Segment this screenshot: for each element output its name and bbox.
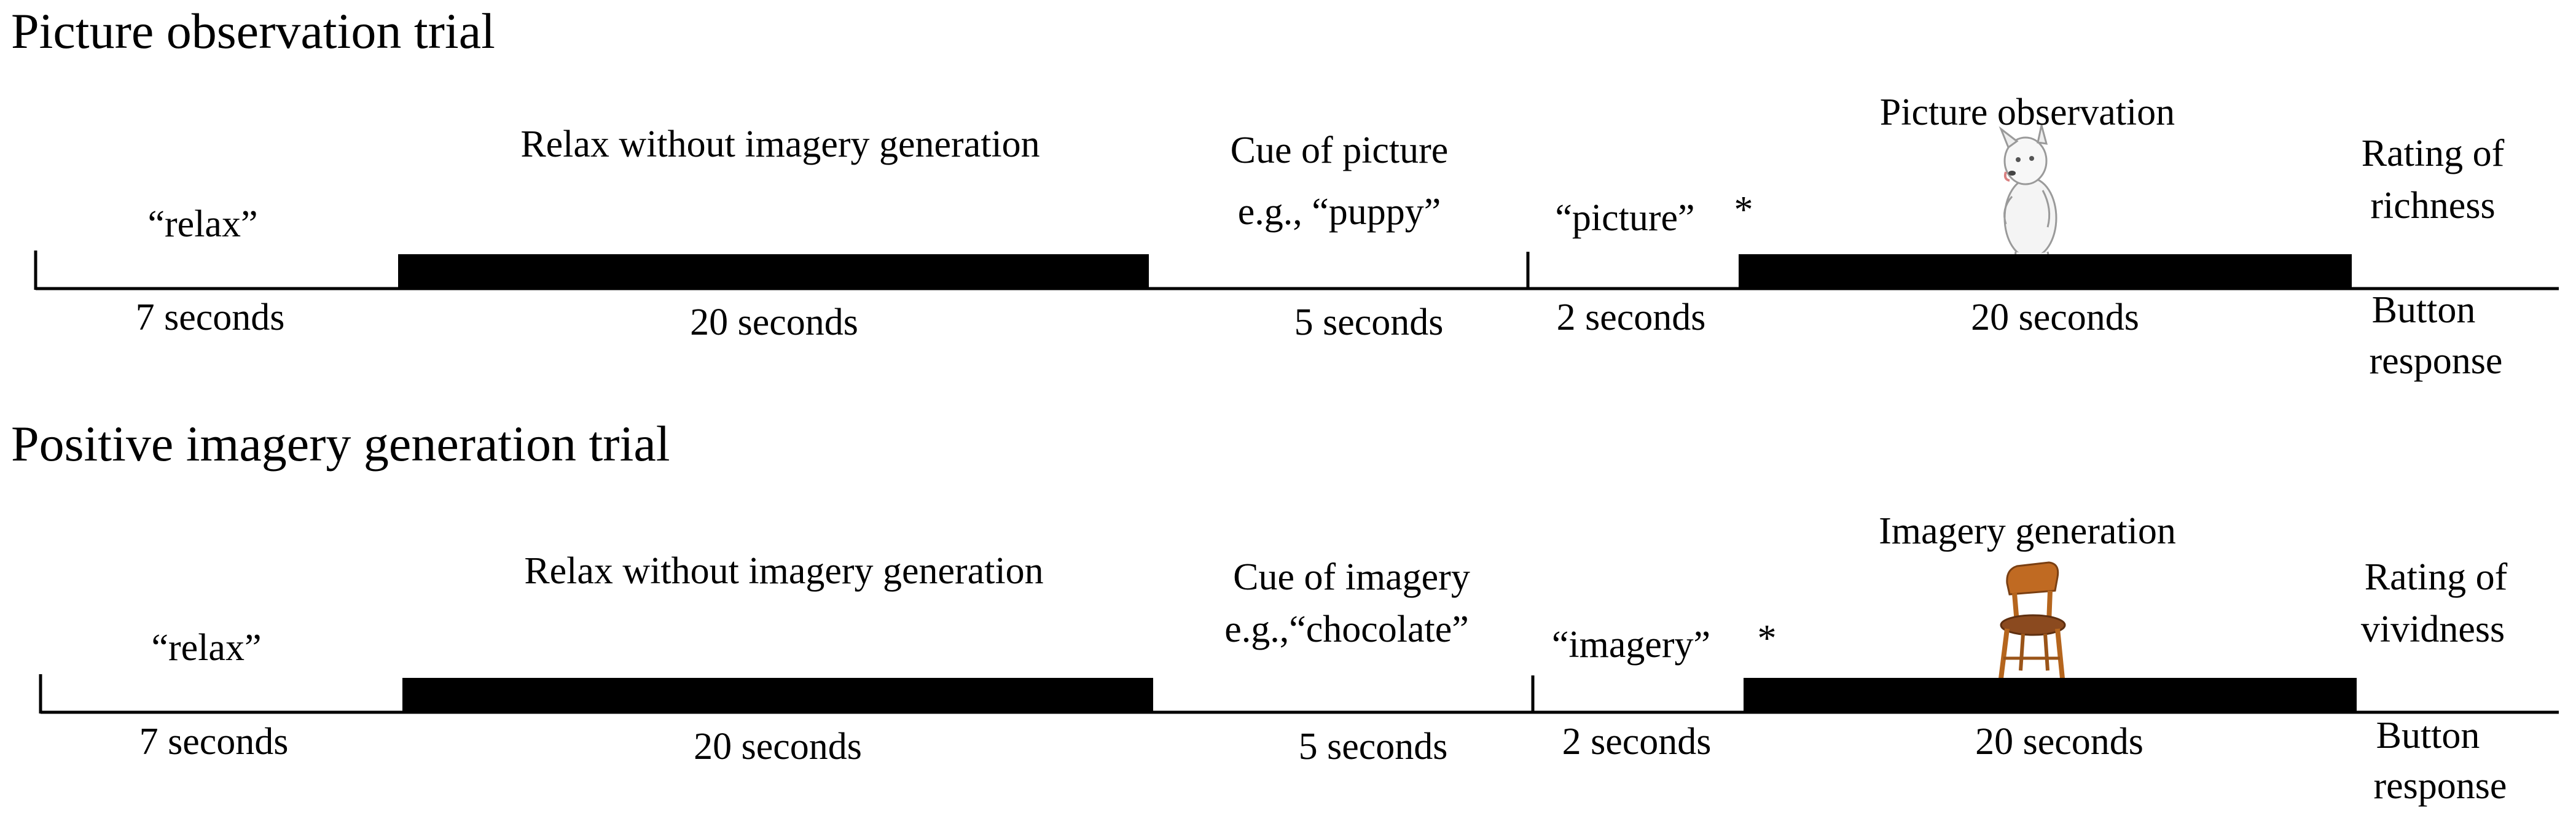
duration-relax-cue: 7 seconds	[139, 721, 289, 763]
task-phase-bar	[1739, 254, 2352, 290]
fixation-asterisk: *	[1734, 189, 1753, 231]
cue-label-line2: e.g.,“chocolate”	[1224, 608, 1469, 650]
task-phase-label: Picture observation	[1880, 91, 2175, 133]
duration-type-cue: 2 seconds	[1562, 721, 1712, 763]
button-label-line2: response	[2370, 340, 2503, 382]
fixation-asterisk: *	[1758, 618, 1777, 659]
rating-label-line2: vividness	[2361, 608, 2505, 650]
cue-label-line1: Cue of imagery	[1233, 556, 1470, 598]
puppy-icon	[1999, 125, 2057, 264]
rating-label-line1: Rating of	[2362, 133, 2505, 174]
duration-task: 20 seconds	[1971, 297, 2139, 338]
relax-cue-label: “relax”	[152, 627, 262, 669]
picture-observation-trial: Picture observation trial “relax” Relax …	[11, 3, 2559, 382]
relax-phase-bar	[398, 254, 1149, 290]
duration-task: 20 seconds	[1975, 721, 2143, 763]
duration-relax-cue: 7 seconds	[136, 297, 285, 338]
cue-label-line1: Cue of picture	[1231, 130, 1449, 171]
relax-phase-bar	[402, 678, 1153, 713]
trial-title: Picture observation trial	[11, 3, 495, 59]
duration-cue: 5 seconds	[1299, 726, 1448, 768]
task-phase-bar	[1744, 678, 2357, 713]
button-label-line1: Button	[2372, 289, 2476, 331]
chair-icon	[1999, 561, 2066, 679]
rating-label-line1: Rating of	[2365, 556, 2508, 598]
type-cue-label: “picture”	[1555, 197, 1694, 239]
duration-type-cue: 2 seconds	[1557, 297, 1706, 338]
cue-label-line2: e.g., “puppy”	[1238, 191, 1441, 233]
trial-title: Positive imagery generation trial	[11, 416, 670, 472]
rating-label-line2: richness	[2370, 185, 2495, 227]
task-phase-label: Imagery generation	[1879, 510, 2176, 552]
duration-cue: 5 seconds	[1294, 301, 1444, 343]
duration-relax: 20 seconds	[690, 301, 858, 343]
button-label-line1: Button	[2376, 715, 2480, 756]
type-cue-label: “imagery”	[1552, 624, 1710, 666]
duration-relax: 20 seconds	[694, 726, 862, 768]
button-label-line2: response	[2374, 765, 2507, 807]
relax-phase-label: Relax without imagery generation	[524, 550, 1043, 592]
positive-imagery-generation-trial: Positive imagery generation trial “relax…	[11, 416, 2559, 807]
relax-phase-label: Relax without imagery generation	[520, 123, 1039, 165]
relax-cue-label: “relax”	[148, 203, 258, 245]
